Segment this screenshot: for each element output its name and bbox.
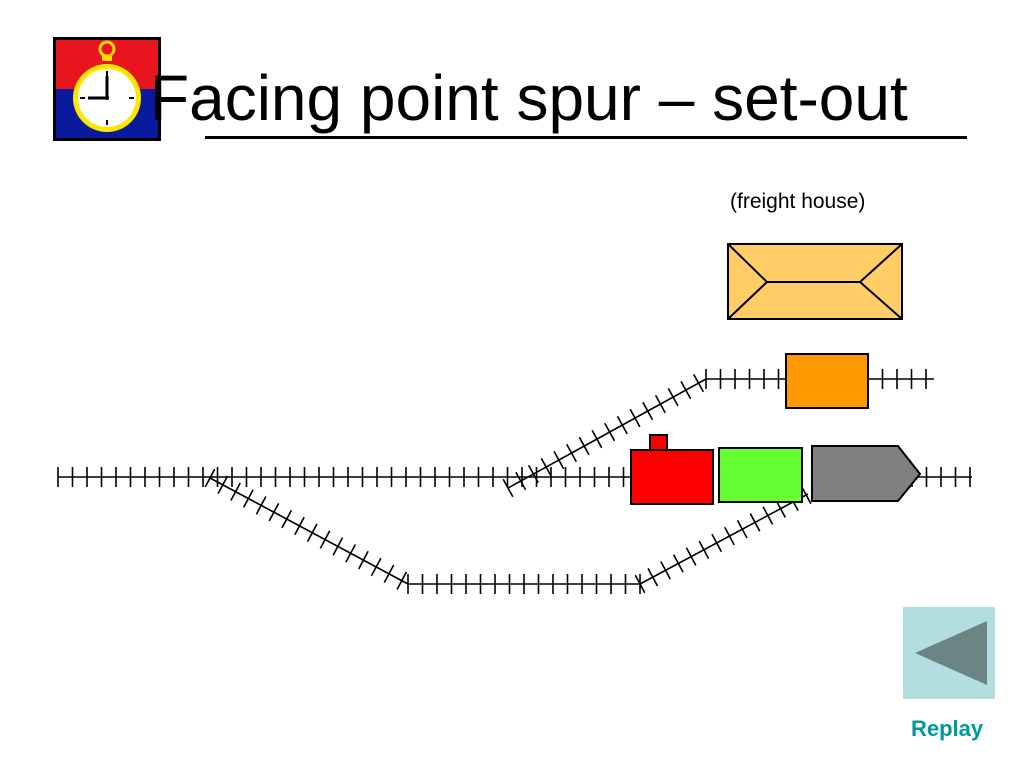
bypass-west-curve-tie xyxy=(396,571,408,590)
spur-curve-tie xyxy=(667,387,679,407)
replay-button[interactable] xyxy=(903,607,995,699)
bypass-west-curve-tie xyxy=(357,550,369,570)
bypass-west-curve-tie xyxy=(294,516,305,536)
bypass-east-curve-tie xyxy=(724,526,735,546)
bypass-west-curve-tie xyxy=(255,496,267,515)
bypass-west-curve-tie xyxy=(345,544,357,563)
spur-curve-tie xyxy=(578,436,590,456)
orange-freight-car xyxy=(785,353,869,409)
bypass-east-curve-tie xyxy=(800,485,812,505)
spur-curve-tie xyxy=(629,408,641,428)
bypass-east-curve-tie xyxy=(736,520,748,539)
bypass-west-curve-tie xyxy=(370,557,382,577)
bypass-east-curve-tie xyxy=(762,506,774,525)
train xyxy=(630,434,922,505)
spur-curve-tie xyxy=(502,478,514,498)
spur-curve-tie xyxy=(680,380,692,400)
bypass-west-curve-tie xyxy=(383,564,395,584)
bypass-east-curve-tie xyxy=(634,574,646,594)
bypass-west-curve-tie xyxy=(204,468,216,488)
bypass-east-curve-tie xyxy=(749,513,761,532)
bypass-east-curve-tie xyxy=(698,540,710,559)
spur-curve-tie xyxy=(693,373,705,393)
replay-link[interactable]: Replay xyxy=(911,716,984,741)
spur-curve-tie xyxy=(616,415,628,435)
bypass-west-curve-tie xyxy=(319,530,331,549)
page-title: Facing point spur – set-out xyxy=(150,62,908,134)
bypass-west-curve-tie xyxy=(281,509,293,529)
spur-curve-tie xyxy=(553,450,565,470)
spur-curve-tie xyxy=(527,464,539,484)
freight-house-label: (freight house) xyxy=(730,190,866,213)
spur-curve-tie xyxy=(642,401,654,421)
bypass-east-curve-tie xyxy=(672,554,684,573)
bypass-west-curve-tie xyxy=(268,503,280,522)
track-layout xyxy=(57,369,972,594)
bypass-east-curve-tie xyxy=(685,547,697,566)
spur-curve-tie xyxy=(604,422,616,442)
locomotive xyxy=(630,449,714,505)
bypass-east-curve-tie xyxy=(647,567,659,587)
bypass-west-curve-tie xyxy=(230,482,241,501)
pocket-watch-icon xyxy=(53,37,161,141)
gray-freight-car xyxy=(811,445,922,502)
bypass-east-curve-tie xyxy=(711,533,723,553)
bypass-west-curve-tie xyxy=(242,489,254,508)
title-underline xyxy=(205,136,967,139)
spur-curve-tie xyxy=(591,429,603,449)
bypass-west-curve-tie xyxy=(332,537,344,556)
locomotive-cab xyxy=(649,434,668,451)
spur-curve-tie xyxy=(515,471,527,491)
bypass-west-curve-rail xyxy=(209,477,409,585)
spur-curve-tie xyxy=(565,443,578,463)
bypass-west-curve-tie xyxy=(217,475,229,495)
spur-curve-tie xyxy=(654,394,666,414)
bypass-east-curve-tie xyxy=(660,561,671,580)
spur-curve-tie xyxy=(540,457,552,477)
freight-house xyxy=(727,243,903,320)
green-freight-car xyxy=(718,447,803,503)
bypass-west-curve-tie xyxy=(306,523,318,542)
back-arrow-icon xyxy=(915,621,987,685)
